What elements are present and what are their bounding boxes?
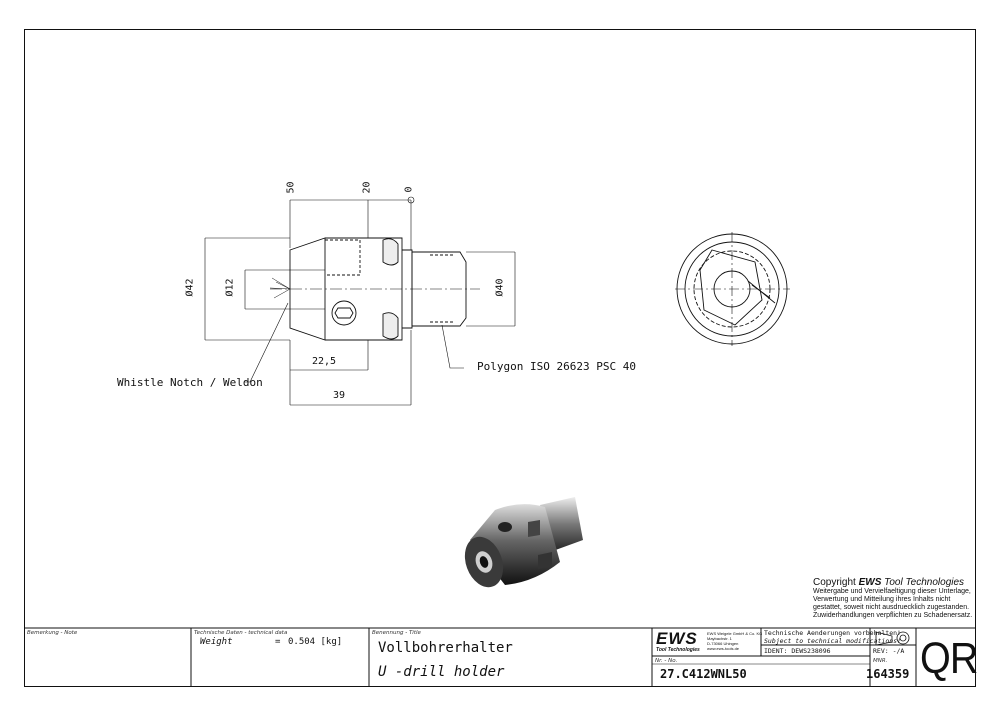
- copyright-suffix: Tool Technologies: [884, 577, 965, 588]
- company-line: D-73066 Uhingen: [707, 641, 739, 646]
- nr-label: Nr. - No.: [655, 658, 678, 664]
- company-line: www.ews-tools.de: [707, 646, 740, 651]
- qr-label: QR: [920, 634, 978, 683]
- copyright-line: Verwertung und Mitteilung ihres Inhalts …: [813, 596, 951, 604]
- company-line: Maybachstr. 1: [707, 636, 732, 641]
- company-address: EWS Weigele GmbH & Co. KG Maybachstr. 1 …: [707, 631, 762, 651]
- whistle-notch-callout: Whistle Notch / Weldon: [117, 376, 263, 389]
- dim-0: 0: [403, 186, 415, 193]
- dim-20: 20: [361, 181, 373, 194]
- polygon-callout: Polygon ISO 26623 PSC 40: [477, 360, 636, 373]
- title-label: Benennung - Title: [372, 630, 421, 636]
- side-view: [269, 237, 480, 341]
- ews-logo: EWS Tool Technologies: [656, 630, 706, 653]
- mnr-number: 164359: [866, 667, 910, 681]
- dim-dia12: Ø12: [224, 278, 236, 297]
- weight-label: Weight: [200, 637, 233, 647]
- tech-data-label: Technische Daten - technical data: [194, 630, 288, 636]
- dim-dia40: Ø40: [494, 278, 506, 297]
- title-block-lines: [24, 627, 976, 687]
- isometric-view: [464, 497, 583, 588]
- copyright-prefix: Copyright: [813, 577, 856, 588]
- title-en: U -drill holder: [378, 664, 505, 680]
- copyright-brand: EWS: [858, 577, 882, 588]
- note-label: Bemerkung - Note: [27, 630, 78, 636]
- drawing-frame: [24, 29, 976, 687]
- copyright-notice: Copyright EWS Tool Technologies Weiterga…: [813, 577, 988, 620]
- dim-22-5: 22,5: [312, 356, 337, 367]
- title-de: Vollbohrerhalter: [378, 640, 513, 656]
- company-line: EWS Weigele GmbH & Co. KG: [707, 631, 763, 636]
- front-view: [675, 232, 790, 346]
- modifications-en: Subject to technical modifications!: [764, 637, 901, 645]
- ident: IDENT: DEWS238096: [764, 647, 831, 655]
- modifications-de: Technische Aenderungen vorbehalten!: [764, 629, 901, 637]
- dim-dia42: Ø42: [184, 278, 196, 297]
- copyright-line: Weitergabe und Vervielfaeltigung dieser …: [813, 588, 971, 595]
- copyright-line: gestattet, soweit nicht ausdruecklich zu…: [813, 604, 970, 612]
- part-number: 27.C412WNL50: [660, 667, 747, 681]
- ews-logo-sub: Tool Technologies: [656, 647, 700, 653]
- ews-logo-text: EWS: [656, 629, 698, 648]
- projection-symbol: [875, 631, 910, 646]
- weight-eq: =: [275, 637, 281, 647]
- revision: REV: -/A: [873, 647, 905, 655]
- dim-50: 50: [285, 181, 297, 194]
- copyright-line: Zuwiderhandlungen verpflichten zu Schade…: [813, 612, 973, 620]
- mnr-label: MNR.: [873, 658, 888, 664]
- dimension-lines: [204, 196, 516, 406]
- weight-value: 0.504 [kg]: [288, 637, 343, 647]
- dim-39: 39: [333, 390, 346, 401]
